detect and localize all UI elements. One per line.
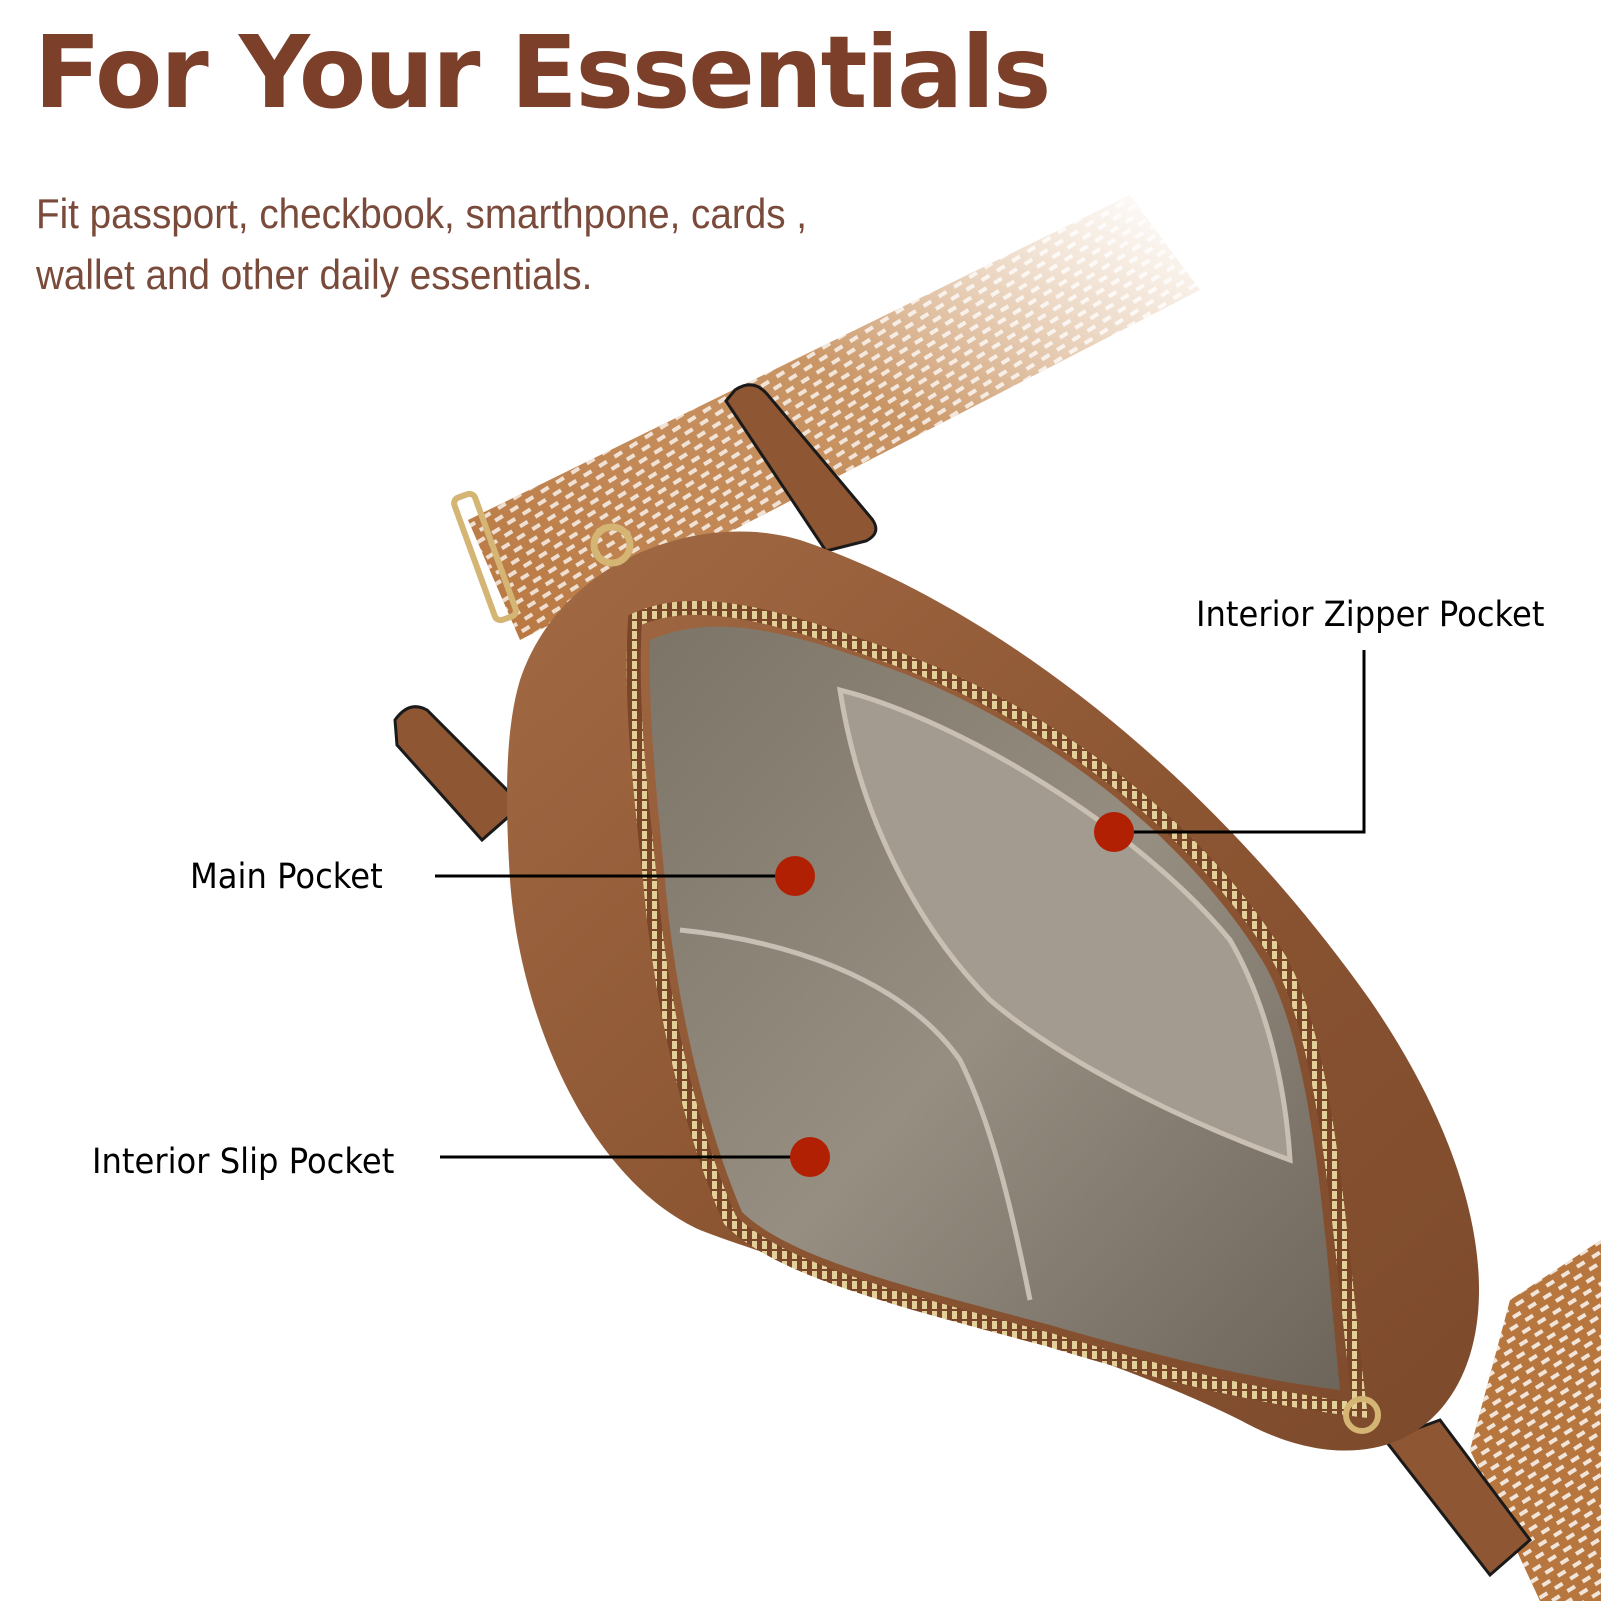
callout-lines: [435, 650, 1366, 1159]
interior-zipper-pocket-panel: [836, 686, 1293, 1164]
callout-label-main-pocket: Main Pocket: [190, 857, 383, 897]
leather-tab-left: [393, 705, 525, 843]
bag-interior: [649, 626, 1340, 1390]
buckle-icon: [451, 490, 519, 624]
callout-label-interior-slip-pocket: Interior Slip Pocket: [92, 1142, 395, 1182]
strap-upper: [468, 195, 1200, 640]
slip-pocket-edge: [679, 927, 1033, 1301]
zipper-pull-icon: [1343, 1396, 1381, 1434]
page-title: For Your Essentials: [34, 14, 1051, 131]
subtitle-line-1: Fit passport, checkbook, smarthpone, car…: [36, 190, 808, 237]
callout-dot-slip-icon: [790, 1137, 830, 1177]
leather-tab-top: [724, 383, 878, 553]
callout-line-zipper: [1114, 650, 1366, 834]
zipper-track: [626, 600, 1369, 1419]
callout-dot-main-icon: [775, 856, 815, 896]
callout-dot-zipper-icon: [1094, 812, 1134, 852]
callout-label-interior-zipper-pocket: Interior Zipper Pocket: [1196, 595, 1545, 635]
ring-icon: [590, 523, 634, 567]
subtitle-line-2: wallet and other daily essentials.: [36, 251, 593, 298]
